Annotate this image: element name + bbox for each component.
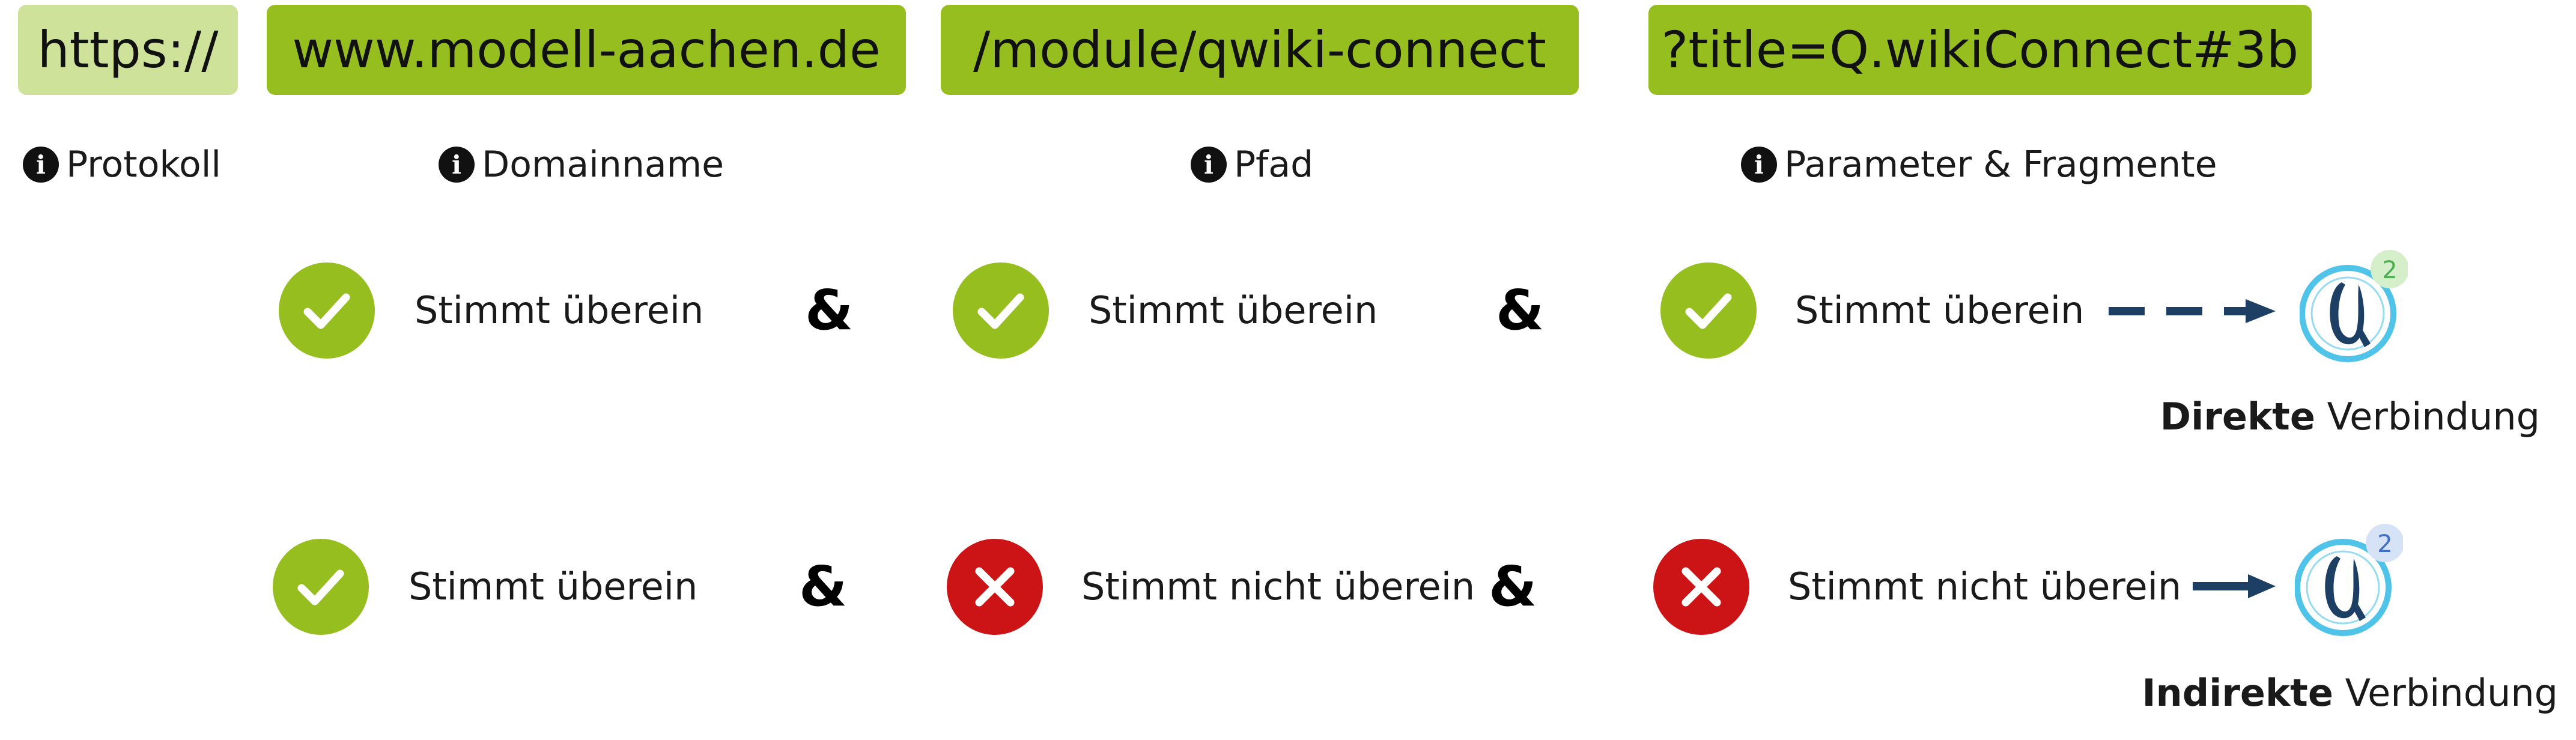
direct-connection-label: Direkte Verbindung: [2160, 393, 2540, 441]
row1-domain-status: Stimmt überein: [415, 288, 704, 332]
domain-label: i Domainname: [439, 142, 724, 187]
check-icon: [273, 539, 369, 635]
protocol-label: i Protokoll: [23, 142, 221, 187]
path-label: i Pfad: [1191, 142, 1313, 187]
check-icon: [953, 262, 1049, 359]
logo-badge: 2: [2382, 256, 2398, 284]
url-params-segment: ?title=Q.wikiConnect#3b: [1648, 5, 2312, 95]
row2-params-status: Stimmt nicht überein: [1788, 565, 2182, 608]
x-icon: [947, 539, 1043, 635]
direct-connection-rest: Verbindung: [2315, 395, 2540, 438]
dashed-arrow-icon: [2109, 299, 2276, 323]
qwiki-logo-icon: [2300, 250, 2408, 362]
url-protocol-segment: https://: [18, 5, 238, 95]
check-icon: [1660, 262, 1757, 359]
info-icon: i: [1741, 147, 1777, 183]
row2-domain-status: Stimmt überein: [409, 565, 698, 608]
check-icon: [279, 262, 375, 359]
domain-label-text: Domainname: [482, 144, 724, 186]
params-label: i Parameter & Fragmente: [1741, 142, 2217, 187]
logo-badge: 2: [2377, 530, 2393, 558]
params-label-text: Parameter & Fragmente: [1784, 144, 2217, 186]
ampersand: &: [805, 278, 854, 342]
row2-path-status: Stimmt nicht überein: [1081, 565, 1475, 608]
ampersand: &: [1489, 554, 1537, 619]
protocol-label-text: Protokoll: [66, 144, 222, 186]
info-icon: i: [1191, 147, 1227, 183]
row1-path-status: Stimmt überein: [1089, 288, 1378, 332]
ampersand: &: [799, 554, 848, 619]
ampersand: &: [1496, 278, 1545, 342]
row1-params-status: Stimmt überein: [1795, 288, 2085, 332]
indirect-connection-label: Indirekte Verbindung: [2142, 669, 2558, 717]
arrow-icon: [2193, 574, 2276, 598]
indirect-connection-rest: Verbindung: [2333, 671, 2558, 715]
x-icon: [1653, 539, 1749, 635]
indirect-connection-bold: Indirekte: [2142, 671, 2333, 715]
info-icon: i: [23, 147, 59, 183]
url-domain-segment: www.modell-aachen.de: [267, 5, 906, 95]
qwiki-logo-icon: [2295, 524, 2403, 636]
path-label-text: Pfad: [1234, 144, 1314, 186]
url-path-segment: /module/qwiki-connect: [941, 5, 1579, 95]
direct-connection-bold: Direkte: [2160, 395, 2315, 438]
info-icon: i: [439, 147, 475, 183]
